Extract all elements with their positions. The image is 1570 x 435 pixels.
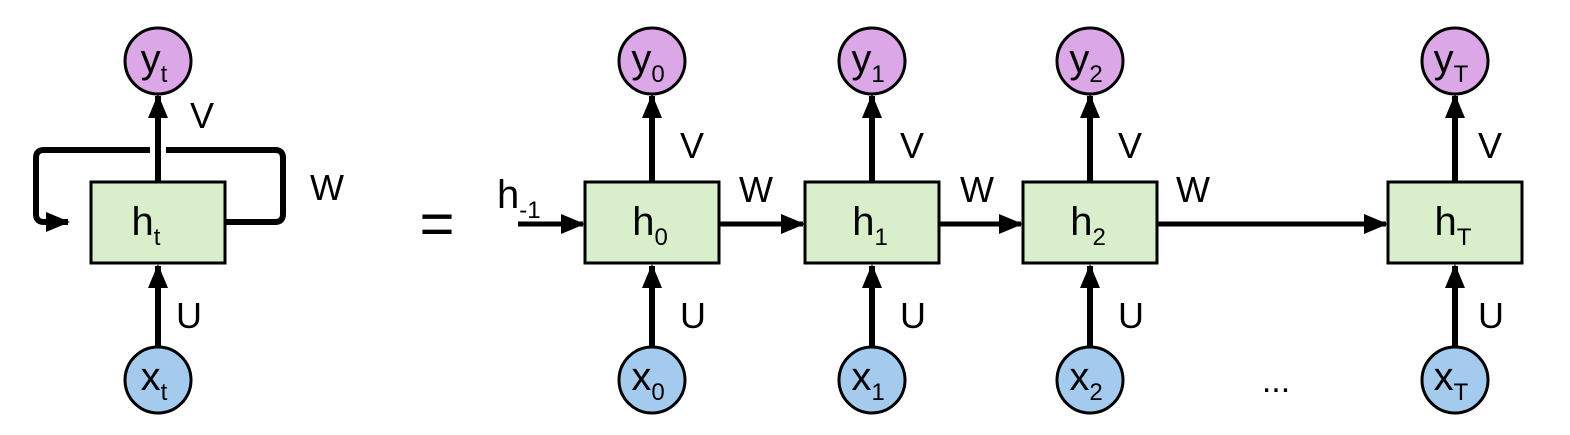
hidden-box [803, 180, 941, 265]
hidden-label: hT [1435, 200, 1472, 251]
u-label: U [1118, 295, 1144, 336]
hidden-label: h0 [632, 200, 668, 251]
folded-recurrent-loop [33, 147, 150, 232]
folded-u-label: U [176, 295, 202, 336]
output-label: y2 [1069, 37, 1102, 88]
folded-recurrent-loop-right [166, 147, 286, 225]
input-node [1420, 345, 1490, 415]
input-node [1055, 345, 1125, 415]
folded-w-label: W [310, 167, 344, 208]
input-label: xT [1434, 355, 1469, 406]
u-label: U [680, 295, 706, 336]
output-label: y1 [851, 37, 884, 88]
output-label: y0 [631, 37, 664, 88]
folded-output-node [123, 26, 193, 96]
unrolled-rnn: h-1 h0 V U y0 x0 h1 V U y1 x1 [497, 26, 1524, 415]
folded-output-label: yt [141, 37, 168, 88]
folded-hidden-box [89, 180, 227, 265]
input-label: x1 [851, 355, 884, 406]
hidden-label: h2 [1070, 200, 1106, 251]
v-label: V [900, 125, 924, 166]
u-label: U [1478, 295, 1504, 336]
input-node [837, 345, 907, 415]
equals-sign: = [419, 190, 454, 257]
folded-input-label: xt [141, 355, 168, 406]
folded-v-label: V [190, 95, 214, 136]
folded-input-node [123, 345, 193, 415]
step-2: h2 V U y2 x2 [1021, 26, 1159, 415]
initial-state-label: h-1 [497, 173, 541, 224]
w-label-1-2: W [960, 169, 994, 210]
v-label: V [680, 125, 704, 166]
step-0: h0 V U y0 x0 [583, 26, 721, 415]
step-T: hT V U yT xT [1386, 26, 1524, 415]
output-node [1055, 26, 1125, 96]
w-label-0-1: W [739, 169, 773, 210]
folded-hidden-label: ht [132, 200, 161, 251]
v-label: V [1478, 125, 1502, 166]
output-node [1420, 26, 1490, 96]
output-node [837, 26, 907, 96]
output-label: yT [1434, 37, 1469, 88]
output-node [617, 26, 687, 96]
hidden-label: h1 [852, 200, 888, 251]
folded-rnn: ht V W U yt xt [33, 26, 344, 415]
input-label: x0 [631, 355, 664, 406]
step-1: h1 V U y1 x1 [803, 26, 941, 415]
input-label: x2 [1069, 355, 1102, 406]
hidden-box [1021, 180, 1159, 265]
ellipsis: ... [1262, 362, 1290, 400]
v-label: V [1118, 125, 1142, 166]
u-label: U [900, 295, 926, 336]
input-node [617, 345, 687, 415]
w-label-2-T: W [1176, 169, 1210, 210]
